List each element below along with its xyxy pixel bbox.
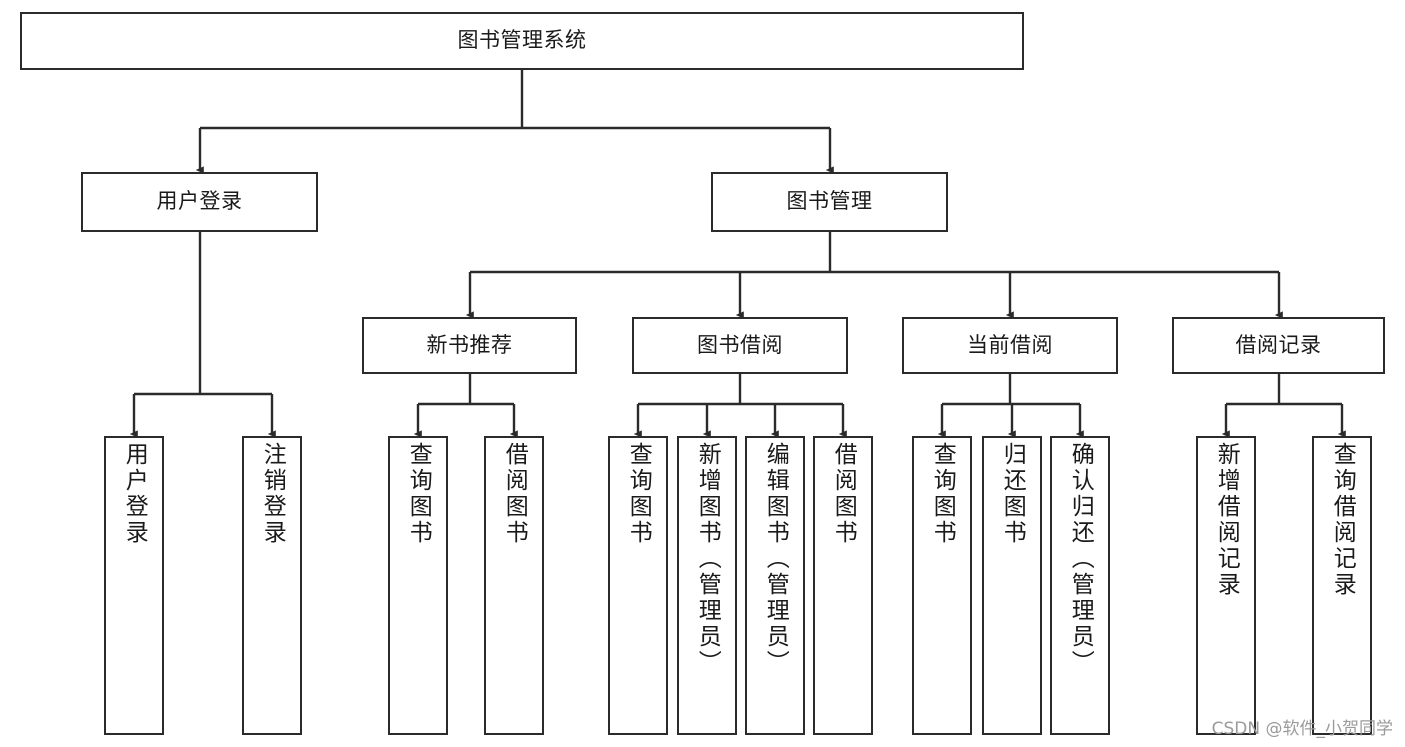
node-label-borrow-record: 借阅记录 — [1235, 332, 1322, 357]
node-label-leaf-borrow-book-1: 借阅图书 — [501, 442, 528, 546]
watermark-text: CSDN @软件_小贺同学 — [1211, 719, 1393, 739]
node-label-leaf-query-book-3: 查询图书 — [929, 442, 956, 546]
node-label-leaf-query-book-2: 查询图书 — [625, 442, 652, 546]
node-leaf-query-record[interactable]: 查询借阅记录 — [1312, 436, 1372, 735]
node-leaf-query-book-3[interactable]: 查询图书 — [912, 436, 972, 735]
node-label-book-borrow: 图书借阅 — [697, 332, 783, 357]
node-label-leaf-user-login: 用户登录 — [121, 442, 148, 546]
node-label-leaf-edit-book: 编辑图书（管理员） — [762, 442, 789, 676]
node-label-new-book-rec: 新书推荐 — [426, 332, 513, 357]
node-book-manage[interactable]: 图书管理 — [711, 172, 948, 232]
node-label-leaf-query-book-1: 查询图书 — [405, 442, 432, 546]
node-book-borrow[interactable]: 图书借阅 — [632, 317, 848, 374]
node-label-leaf-add-book: 新增图书（管理员） — [694, 442, 721, 676]
node-label-leaf-confirm-return: 确认归还（管理员） — [1067, 442, 1094, 676]
node-label-leaf-return-book: 归还图书 — [999, 442, 1026, 546]
node-leaf-confirm-return[interactable]: 确认归还（管理员） — [1050, 436, 1110, 735]
node-current-borrow[interactable]: 当前借阅 — [902, 317, 1118, 374]
node-leaf-edit-book[interactable]: 编辑图书（管理员） — [745, 436, 805, 735]
node-label-current-borrow: 当前借阅 — [967, 332, 1053, 357]
node-user-login[interactable]: 用户登录 — [81, 172, 318, 232]
node-label-user-login: 用户登录 — [156, 189, 243, 214]
node-label-leaf-add-record: 新增借阅记录 — [1213, 442, 1240, 598]
node-leaf-borrow-book-1[interactable]: 借阅图书 — [484, 436, 544, 735]
node-root[interactable]: 图书管理系统 — [20, 12, 1024, 70]
node-label-leaf-borrow-book-2: 借阅图书 — [830, 442, 857, 546]
node-leaf-add-record[interactable]: 新增借阅记录 — [1196, 436, 1256, 735]
node-label-root: 图书管理系统 — [457, 28, 587, 53]
node-leaf-return-book[interactable]: 归还图书 — [982, 436, 1042, 735]
node-leaf-query-book-2[interactable]: 查询图书 — [608, 436, 668, 735]
node-new-book-rec[interactable]: 新书推荐 — [362, 317, 577, 374]
node-label-leaf-logout: 注销登录 — [259, 442, 286, 546]
node-leaf-user-login[interactable]: 用户登录 — [104, 436, 164, 735]
node-leaf-query-book-1[interactable]: 查询图书 — [388, 436, 448, 735]
node-label-book-manage: 图书管理 — [786, 189, 873, 214]
node-leaf-add-book[interactable]: 新增图书（管理员） — [677, 436, 737, 735]
node-borrow-record[interactable]: 借阅记录 — [1172, 317, 1385, 374]
node-label-leaf-query-record: 查询借阅记录 — [1329, 442, 1356, 598]
node-leaf-borrow-book-2[interactable]: 借阅图书 — [813, 436, 873, 735]
node-leaf-logout[interactable]: 注销登录 — [242, 436, 302, 735]
